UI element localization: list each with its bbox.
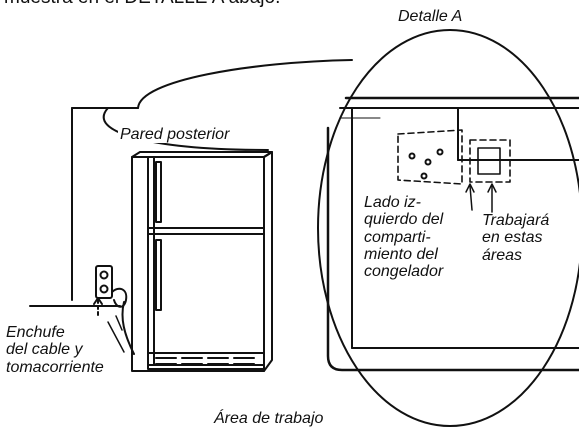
top-instruction-text: muestra en el DETALLE A abajo. [4, 0, 280, 9]
work-here-label: Trabajará en estas áreas [482, 212, 550, 264]
refrigerator [131, 151, 273, 372]
wall-lines [29, 107, 139, 307]
work-area-label: Área de trabajo [214, 410, 324, 427]
plug-label: Enchufe del cable y tomacorriente [6, 324, 104, 376]
rear-wall-label: Pared posterior [118, 126, 232, 144]
wall-outlet [93, 265, 135, 355]
detail-label: Detalle A [398, 8, 463, 25]
detail-circle [317, 29, 579, 427]
left-side-label: Lado iz- quierdo del comparti- miento de… [364, 194, 444, 281]
